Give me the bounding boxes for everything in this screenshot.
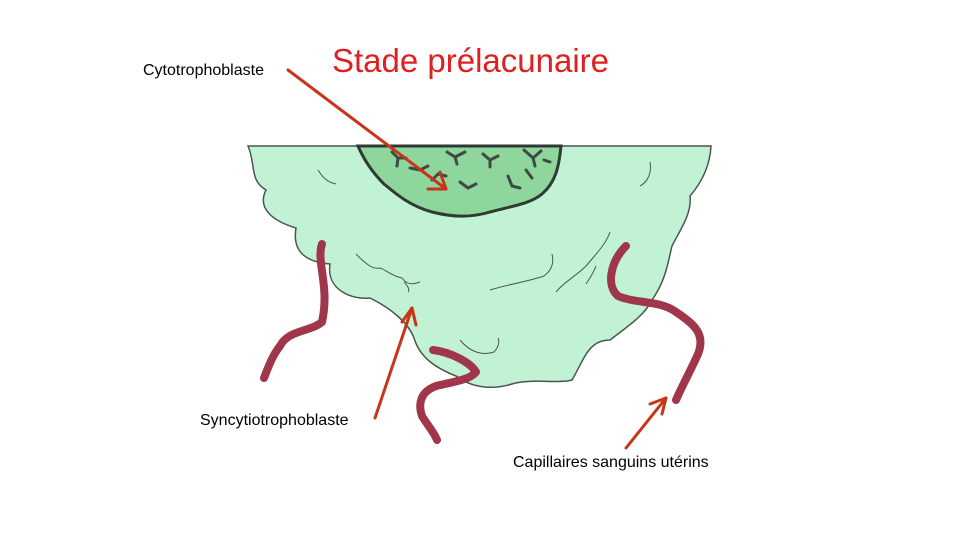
- arrow-syncytiotrophoblaste: [373, 306, 414, 420]
- slide-title: Stade prélacunaire: [332, 42, 610, 79]
- label-capillaires: Capillaires sanguins utérins: [513, 454, 709, 471]
- arrowhead-cytotrophoblaste: [426, 170, 448, 191]
- cytotrophoblast-nuclei: [390, 148, 552, 190]
- pointer-arrows: [286, 68, 668, 450]
- arrowhead-capillaires: [648, 396, 668, 416]
- arrow-capillaires: [624, 396, 668, 450]
- membrane-lines: [317, 161, 651, 354]
- capillary-left: [260, 240, 329, 382]
- capillary-right: [607, 242, 705, 404]
- capillary-center: [416, 346, 480, 444]
- arrow-cytotrophoblaste: [286, 68, 448, 191]
- label-syncytiotrophoblaste: Syncytiotrophoblaste: [200, 412, 349, 429]
- label-cytotrophoblaste: Cytotrophoblaste: [143, 62, 264, 79]
- arrowhead-syncytiotrophoblaste: [400, 306, 418, 327]
- syncytiotrophoblast-mass: [246, 145, 712, 389]
- uterine-capillaries: [260, 240, 705, 444]
